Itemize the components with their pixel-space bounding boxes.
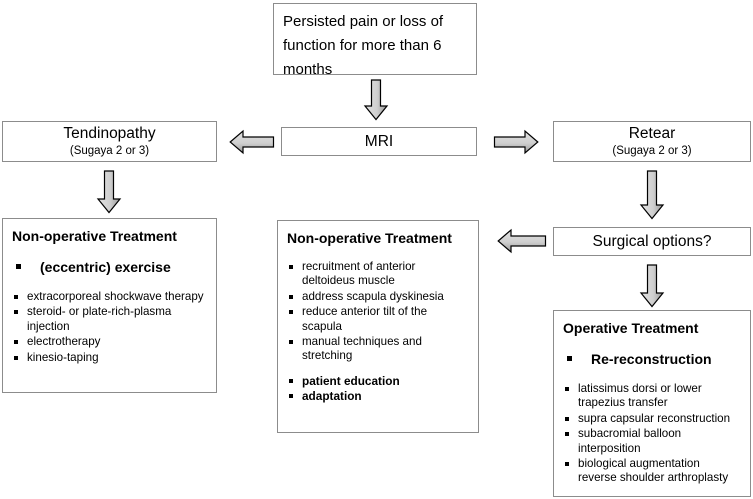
- list-item: (eccentric) exercise: [12, 258, 207, 276]
- node-surgical-options-label: Surgical options?: [592, 232, 712, 250]
- node-surgical-options: Surgical options?: [553, 227, 751, 256]
- node-tendinopathy-subtitle: (Sugaya 2 or 3): [69, 145, 150, 157]
- arrow-mri-to-tendinopathy: [229, 129, 275, 155]
- node-start: Persisted pain or loss of function for m…: [273, 3, 477, 78]
- list-item: biological augmentation reverse shoulder…: [563, 457, 741, 486]
- nonop-left-list: extracorporeal shockwave therapy steroid…: [12, 290, 207, 365]
- list-item: subacromial balloon interposition: [563, 427, 741, 456]
- arrow-surgical-options-to-operative: [639, 264, 665, 308]
- nonop-middle-bold-list: patient education adaptation: [287, 374, 469, 404]
- arrow-tendinopathy-to-nonop: [96, 170, 122, 214]
- node-mri: MRI: [281, 127, 477, 156]
- list-item: supra capsular reconstruction: [563, 412, 741, 426]
- node-tendinopathy-title: Tendinopathy: [63, 125, 156, 142]
- node-retear-subtitle: (Sugaya 2 or 3): [612, 145, 692, 157]
- list-item: electrotherapy: [12, 335, 207, 349]
- node-mri-label: MRI: [364, 132, 394, 150]
- list-item: Re-reconstruction: [563, 350, 741, 368]
- arrow-mri-to-retear: [493, 129, 539, 155]
- operative-list: latissimus dorsi or lower trapezius tran…: [563, 382, 741, 486]
- list-item: patient education: [287, 374, 469, 388]
- arrow-start-to-mri: [363, 79, 389, 121]
- nonop-left-heading: Non-operative Treatment: [12, 228, 177, 244]
- list-item: kinesio-taping: [12, 351, 207, 365]
- node-operative-treatment: Operative Treatment Re-reconstruction la…: [553, 310, 751, 497]
- arrow-retear-to-surgical-options: [639, 170, 665, 220]
- list-item: adaptation: [287, 389, 469, 403]
- node-nonoperative-middle: Non-operative Treatment recruitment of a…: [277, 220, 479, 433]
- operative-lead-list: Re-reconstruction: [563, 350, 741, 368]
- operative-heading: Operative Treatment: [563, 320, 699, 336]
- nonop-left-lead-list: (eccentric) exercise: [12, 258, 207, 276]
- list-item: extracorporeal shockwave therapy: [12, 290, 207, 304]
- node-retear: Retear (Sugaya 2 or 3): [553, 121, 751, 162]
- list-item: reduce anterior tilt of the scapula: [287, 305, 469, 334]
- node-nonoperative-left: Non-operative Treatment (eccentric) exer…: [2, 218, 217, 393]
- node-tendinopathy: Tendinopathy (Sugaya 2 or 3): [2, 121, 217, 162]
- nonop-middle-list: recruitment of anterior deltoideus muscl…: [287, 260, 469, 364]
- list-item: recruitment of anterior deltoideus muscl…: [287, 260, 469, 289]
- node-start-text: Persisted pain or loss of function for m…: [283, 13, 444, 78]
- list-item: manual techniques and stretching: [287, 335, 469, 364]
- nonop-middle-heading: Non-operative Treatment: [287, 230, 452, 246]
- list-item: steroid- or plate-rich-plasma injection: [12, 305, 207, 334]
- node-retear-title: Retear: [628, 125, 676, 142]
- list-item: latissimus dorsi or lower trapezius tran…: [563, 382, 741, 411]
- list-item: address scapula dyskinesia: [287, 290, 469, 304]
- arrow-surgical-options-to-nonop-middle: [497, 228, 547, 254]
